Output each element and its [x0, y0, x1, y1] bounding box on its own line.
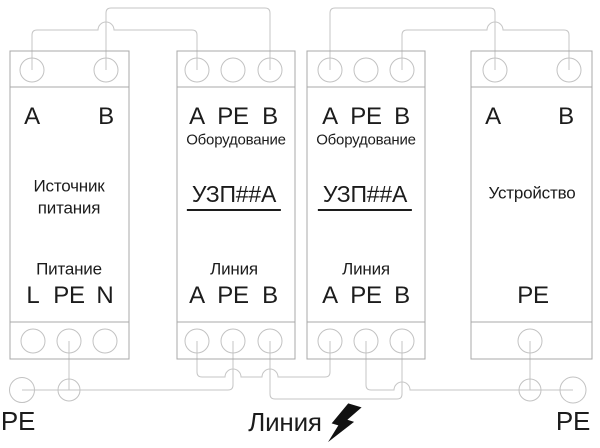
terminal-source-bottom-n: [92, 328, 118, 354]
bottom-wires: [22, 341, 573, 400]
device-terminal-label-b: B: [558, 103, 574, 130]
line-label: Линия: [248, 407, 322, 437]
source-name-line2: питания: [37, 198, 101, 218]
uzp-left-top-label-a: A: [189, 103, 205, 130]
ground-label-right: PE: [555, 406, 591, 436]
uzp-right-section-bottom: Линия: [342, 259, 390, 279]
wire-pe-right: [365, 341, 573, 391]
pe-terminal-right: [559, 376, 587, 404]
device-terminal-label-pe: PE: [517, 282, 549, 309]
terminal-source-top-b: [93, 57, 119, 83]
terminal-source-bottom-l: [20, 328, 46, 354]
terminal-uzp-left-bottom-pe: [220, 328, 246, 354]
uzp-right-bottom-label-a: A: [322, 282, 338, 309]
terminal-source-top-a: [19, 57, 45, 83]
power-source-block: [9, 50, 130, 360]
source-terminal-label-l: L: [26, 282, 40, 309]
top-wires: [31, 7, 570, 70]
terminal-uzp-right-top-a: [317, 57, 343, 83]
source-section-bottom: Питание: [36, 259, 102, 279]
terminal-uzp-right-top-pe: [353, 57, 379, 83]
lightning-bolt-icon: [328, 403, 362, 443]
source-terminal-label-n: N: [96, 282, 114, 309]
uzp-left-bottom-label-pe: PE: [217, 282, 249, 309]
wire-uzp-right-b-to-device-b: [401, 21, 570, 70]
device-block: [470, 50, 593, 360]
uzp-left-section-top: Оборудование: [186, 131, 286, 149]
uzp-left-section-bottom: Линия: [210, 259, 258, 279]
terminals: [19, 57, 582, 354]
wire-uzp-right-a-to-device-a: [329, 7, 496, 70]
terminal-uzp-left-top-pe: [220, 57, 246, 83]
source-terminal-label-b: B: [98, 103, 114, 130]
terminal-uzp-left-top-b: [257, 57, 283, 83]
terminal-device-top-a: [482, 57, 508, 83]
terminal-uzp-left-top-a: [184, 57, 210, 83]
uzp-right-block: [306, 50, 426, 360]
uzp-right-bottom-label-pe: PE: [350, 282, 382, 309]
source-terminal-label-a: A: [24, 103, 40, 130]
device-name: Устройство: [488, 183, 576, 203]
uzp-left-bottom-label-b: B: [262, 282, 278, 309]
ground-label-left: PE: [0, 406, 36, 436]
uzp-right-top-label-a: A: [322, 103, 338, 130]
wire-source-a-to-uzp-left-a: [31, 21, 198, 70]
terminal-uzp-right-bottom-pe: [353, 328, 379, 354]
uzp-left-bottom-label-a: A: [189, 282, 205, 309]
device-terminal-label-a: A: [485, 103, 501, 130]
wire-pe-left: [22, 341, 234, 391]
ground-nodes: [9, 376, 587, 404]
pe-terminal-left: [9, 377, 35, 403]
block-outlines: [9, 50, 593, 360]
uzp-left-model: УЗП##А: [186, 183, 282, 211]
wire-line-b: [269, 341, 403, 400]
terminal-uzp-right-top-b: [389, 57, 415, 83]
source-terminal-label-pe: PE: [53, 282, 85, 309]
uzp-right-section-top: Оборудование: [316, 131, 416, 149]
uzp-right-top-label-b: B: [394, 103, 410, 130]
terminal-uzp-left-bottom-b: [257, 328, 283, 354]
uzp-left-top-label-pe: PE: [217, 103, 249, 130]
pe-junction-source: [57, 378, 81, 402]
terminal-device-top-b: [556, 57, 582, 83]
uzp-right-top-label-pe: PE: [350, 103, 382, 130]
terminal-device-bottom-pe: [517, 328, 543, 354]
wire-line-a: [196, 341, 331, 378]
pe-junction-device: [518, 378, 542, 402]
uzp-left-top-label-b: B: [262, 103, 278, 130]
uzp-right-bottom-label-b: B: [394, 282, 410, 309]
terminal-uzp-right-bottom-b: [389, 328, 415, 354]
uzp-right-model: УЗП##А: [317, 183, 413, 211]
terminal-source-bottom-pe: [56, 328, 82, 354]
source-name-line1: Источник: [33, 176, 105, 196]
wire-source-b-to-uzp-left-b: [105, 7, 271, 70]
terminal-uzp-right-bottom-a: [317, 328, 343, 354]
uzp-left-block: [176, 50, 296, 360]
terminal-uzp-left-bottom-a: [184, 328, 210, 354]
